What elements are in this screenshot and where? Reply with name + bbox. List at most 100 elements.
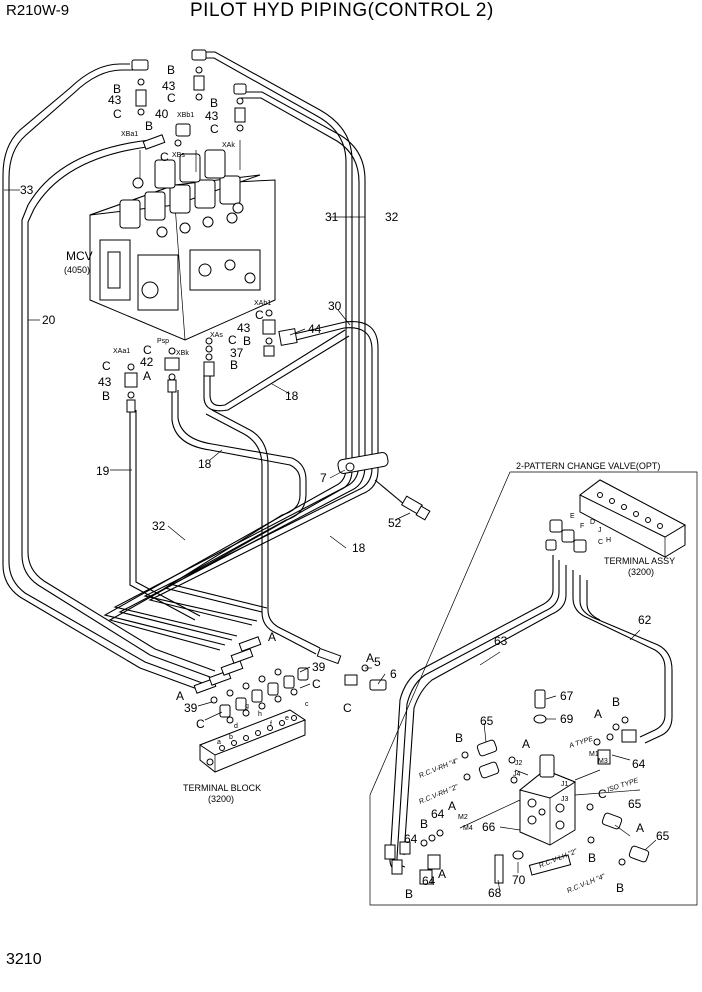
letter-a-13: A (522, 737, 530, 751)
callout-63: 63 (494, 634, 508, 648)
letter-a-9: A (268, 630, 276, 644)
letter-b-1: B (113, 82, 121, 96)
callout-64-c: 64 (404, 832, 418, 846)
letter-c-1: C (113, 107, 122, 121)
letter-b-18: B (616, 881, 624, 895)
letter-b-15: B (405, 887, 413, 901)
callout-43-e: 43 (98, 375, 112, 389)
port-m2: M2 (458, 814, 468, 821)
letter-b-14: B (420, 817, 428, 831)
callout-64-b: 64 (431, 807, 445, 821)
callout-32-upper: 32 (385, 210, 399, 224)
label-rcv-lh4: R.C.V-LH "4" (566, 873, 607, 895)
callout-33: 33 (20, 183, 34, 197)
letter-c-17: C (598, 787, 607, 801)
tb-port-c: c (305, 701, 309, 708)
callout-64-a: 64 (632, 757, 646, 771)
mcv-bottom-fittings (124, 309, 298, 413)
letter-a-10: A (176, 689, 184, 703)
callout-44: 44 (308, 322, 322, 336)
port-xbb1: XBb1 (177, 112, 194, 119)
letter-j: J (598, 527, 602, 534)
letter-c-7: C (143, 343, 152, 357)
tb-port-g: g (245, 703, 249, 710)
terminal-assy-part: (3200) (628, 567, 654, 577)
callout-43-b: 43 (162, 79, 176, 93)
terminal-block (193, 636, 387, 773)
tb-port-h: h (258, 711, 262, 718)
callout-42: 42 (140, 355, 154, 369)
port-xak: XAk (222, 142, 235, 149)
tb-port-f: f (270, 721, 272, 728)
callout-43-d: 43 (237, 321, 251, 335)
callout-69: 69 (560, 712, 574, 726)
fitting-52 (374, 479, 431, 521)
port-m1: M1 (589, 751, 599, 758)
port-xbk: XBk (176, 350, 189, 357)
letter-a-7: A (143, 369, 151, 383)
callout-65-c: 65 (656, 829, 670, 843)
callout-19: 19 (96, 464, 110, 478)
terminal-assy-name: TERMINAL ASSY (604, 556, 675, 566)
port-xab1: XAb1 (254, 300, 271, 307)
letter-b-5: B (243, 334, 251, 348)
letter-c-sm: C (598, 539, 603, 546)
letter-b-3: B (210, 96, 218, 110)
callout-20: 20 (42, 313, 56, 327)
mcv-name: MCV (66, 249, 93, 263)
callout-31: 31 (325, 210, 339, 224)
letter-b-2: B (167, 63, 175, 77)
port-xaa1: XAa1 (113, 348, 130, 355)
letter-c-6: C (228, 333, 237, 347)
mcv-top-fittings (131, 49, 247, 150)
callout-40: 40 (155, 107, 169, 121)
callout-18-mid: 18 (198, 457, 212, 471)
letter-a-18: A (636, 821, 644, 835)
callout-65-b: 65 (628, 797, 642, 811)
callout-67: 67 (560, 689, 574, 703)
letter-c-12: C (343, 701, 352, 715)
page-title: PILOT HYD PIPING(CONTROL 2) (190, 0, 494, 21)
callout-39-left: 39 (184, 701, 198, 715)
letter-e: E (570, 513, 575, 520)
port-psp: Psp (157, 338, 169, 345)
callout-43-a: 43 (108, 93, 122, 107)
letter-a-14: A (448, 799, 456, 813)
port-m3: M3 (598, 758, 608, 765)
letter-a-15: A (438, 867, 446, 881)
callout-18-lower: 18 (352, 541, 366, 555)
letter-d: D (590, 519, 595, 526)
leader-lines (4, 189, 657, 893)
letter-b-6: B (230, 358, 238, 372)
callout-43-c: 43 (205, 109, 219, 123)
letter-b-13: B (455, 731, 463, 745)
callout-64-d: 64 (422, 874, 436, 888)
letter-a-16: A (594, 707, 602, 721)
label-a-type: A TYPE (568, 736, 595, 751)
label-rcv-rh4: R.C.V-RH "4" (418, 758, 460, 780)
letter-c-10: C (312, 677, 321, 691)
letter-c-4: C (160, 150, 169, 164)
tb-port-b: b (229, 734, 233, 741)
letter-c-3: C (210, 122, 219, 136)
letter-b-8: B (102, 389, 110, 403)
callout-18-upper: 18 (285, 389, 299, 403)
port-xba1: XBa1 (121, 131, 138, 138)
callout-39-right: 39 (312, 660, 326, 674)
letter-f: F (580, 523, 584, 530)
tb-port-d: d (234, 723, 238, 730)
port-j1: J1 (561, 781, 569, 788)
callout-65-a: 65 (480, 714, 494, 728)
letter-c-8: C (102, 359, 111, 373)
model-name: R210W-9 (6, 2, 70, 19)
callout-68: 68 (488, 886, 502, 900)
mcv-valve (89, 140, 276, 341)
port-j3: J3 (561, 796, 569, 803)
callout-6: 6 (390, 667, 397, 681)
port-xas: XAs (210, 332, 223, 339)
terminal-assy (545, 479, 687, 558)
callout-66: 66 (482, 820, 496, 834)
port-m4: M4 (463, 825, 473, 832)
callout-7: 7 (320, 471, 327, 485)
